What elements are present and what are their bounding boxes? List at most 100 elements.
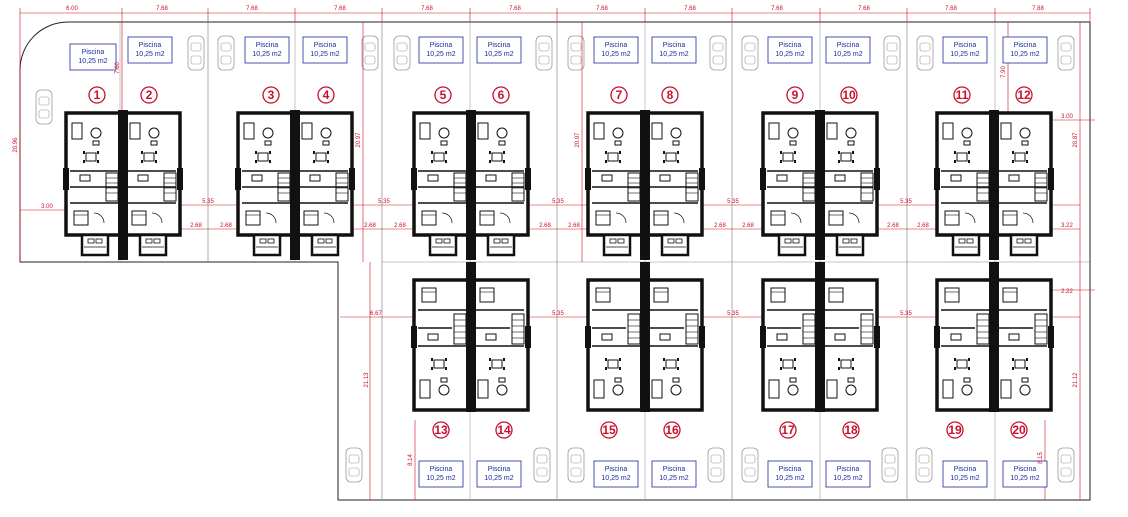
pool-title-label: Piscina xyxy=(779,42,802,49)
pool-title-label: Piscina xyxy=(837,42,860,49)
pool: Piscina 10,25 m2 xyxy=(767,36,813,64)
gap-label-row1: 5.35 xyxy=(727,199,739,205)
lot2-front-dimension: 7.60 xyxy=(115,62,121,74)
lot-number: 20 xyxy=(1010,421,1028,439)
lot-number: 13 xyxy=(432,421,450,439)
pool-area-label: 10,25 m2 xyxy=(426,51,455,58)
pool-area-label: 10,25 m2 xyxy=(950,51,979,58)
pools: Piscina 10,25 m2 Piscina 10,25 m2 Piscina 10,… xyxy=(69,36,1048,488)
pool-title-label: Piscina xyxy=(1014,466,1037,473)
lot-number: 17 xyxy=(779,421,797,439)
pool-area-label: 10,25 m2 xyxy=(775,51,804,58)
lot-number-label: 6 xyxy=(498,88,505,102)
pool-area-label: 10,25 m2 xyxy=(1010,475,1039,482)
lot-dividers xyxy=(119,22,1090,500)
lot-number: 12 xyxy=(1015,86,1033,104)
bottom-left-height-dimension: 21.13 xyxy=(364,372,370,388)
pool-area-label: 10,25 m2 xyxy=(78,58,107,65)
top-dimension-label: 7.68 xyxy=(334,6,346,12)
lot-number-label: 5 xyxy=(440,88,447,102)
pool: Piscina 10,25 m2 xyxy=(127,36,173,64)
pool-area-label: 10,25 m2 xyxy=(601,475,630,482)
pool-title-label: Piscina xyxy=(256,42,279,49)
gap-label-side: 2.68 xyxy=(568,223,580,229)
lot-number-label: 7 xyxy=(616,88,623,102)
gap-label-side: 2.68 xyxy=(887,223,899,229)
party-walls-bottom xyxy=(466,262,999,412)
bottom-setback-left-small-dimension: 8.14 xyxy=(408,454,414,466)
pool-area-label: 10,25 m2 xyxy=(775,475,804,482)
bottom-setback-right-small-dimension: 8.15 xyxy=(1038,452,1044,464)
top-dimension-label: 7.68 xyxy=(945,6,957,12)
top-dimension-label: 7.68 xyxy=(858,6,870,12)
top-dimension-label: 7.68 xyxy=(421,6,433,12)
gap-label-side: 2.68 xyxy=(364,223,376,229)
pool-title-label: Piscina xyxy=(1014,42,1037,49)
gap-label-row1: 5.35 xyxy=(900,199,912,205)
pool: Piscina 10,25 m2 xyxy=(418,36,464,64)
gap-label-side: 2.68 xyxy=(917,223,929,229)
lot-number-label: 3 xyxy=(268,88,275,102)
gap-label-side: 2.68 xyxy=(220,223,232,229)
lot-number: 8 xyxy=(661,86,679,104)
pool-area-label: 10,25 m2 xyxy=(601,51,630,58)
pool-area-label: 10,25 m2 xyxy=(426,475,455,482)
col3-height-dimension: 20.97 xyxy=(356,132,362,148)
pool-title-label: Piscina xyxy=(139,42,162,49)
pool-title-label: Piscina xyxy=(488,42,511,49)
lot-number-label: 1 xyxy=(94,88,101,102)
bottom-right-height-dimension: 21.12 xyxy=(1073,372,1079,388)
lot-number-label: 13 xyxy=(434,423,448,437)
pool-title-label: Piscina xyxy=(430,466,453,473)
lot-number-label: 18 xyxy=(844,423,858,437)
bottom-setback-left-dimension: 6.67 xyxy=(370,311,382,317)
houses-top-row xyxy=(61,111,1056,257)
gap-label-row1: 5.35 xyxy=(552,199,564,205)
gap-label-row1: 5.35 xyxy=(378,199,390,205)
pool-title-label: Piscina xyxy=(954,466,977,473)
lot-number: 16 xyxy=(663,421,681,439)
pool-title-label: Piscina xyxy=(954,42,977,49)
pool: Piscina 10,25 m2 xyxy=(69,43,117,71)
pool-title-label: Piscina xyxy=(82,49,105,56)
lot-number-label: 4 xyxy=(323,88,330,102)
lot-number-label: 14 xyxy=(497,423,511,437)
left-setback-dimension: 3.00 xyxy=(41,204,53,210)
pool-title-label: Piscina xyxy=(663,42,686,49)
lot-number-label: 11 xyxy=(956,88,969,102)
lot-number: 19 xyxy=(946,421,964,439)
right-height-dimension: 20.87 xyxy=(1073,132,1079,148)
pool-title-label: Piscina xyxy=(430,42,453,49)
pool-area-label: 10,25 m2 xyxy=(484,475,513,482)
gap-label-row2: 5.35 xyxy=(900,311,912,317)
gap-label-side: 2.68 xyxy=(394,223,406,229)
gap-label-row1: 5.35 xyxy=(202,199,214,205)
right-top-dimension: 3.00 xyxy=(1061,114,1073,120)
pool-area-label: 10,25 m2 xyxy=(135,51,164,58)
lot-number: 1 xyxy=(88,86,106,104)
pool: Piscina 10,25 m2 xyxy=(942,36,988,64)
lot-number-label: 8 xyxy=(667,88,674,102)
lot-number-label: 20 xyxy=(1012,423,1026,437)
lot-number-label: 16 xyxy=(665,423,679,437)
lot-number: 10 xyxy=(840,86,858,104)
lot-number-label: 15 xyxy=(602,423,616,437)
pool: Piscina 10,25 m2 xyxy=(418,460,464,488)
col5-height-dimension: 20.97 xyxy=(575,132,581,148)
lot-number-label: 10 xyxy=(842,88,856,102)
right-low-dimension: 2.22 xyxy=(1061,289,1073,295)
lot-number-label: 12 xyxy=(1017,88,1031,102)
right-mid-dimension: 3.22 xyxy=(1061,223,1073,229)
